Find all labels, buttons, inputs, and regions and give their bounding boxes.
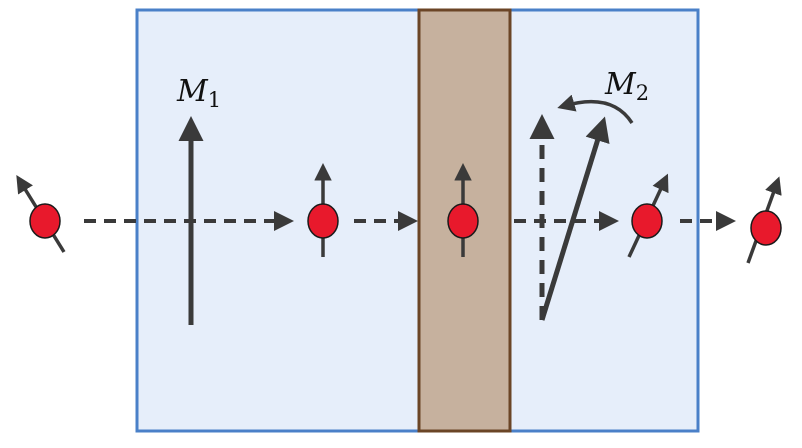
magnetization-m2-arrow bbox=[539, 116, 610, 321]
electron-incoming bbox=[16, 175, 66, 253]
m1-label: M1 bbox=[176, 74, 221, 112]
electron-polarized-m1 bbox=[307, 163, 339, 257]
electron-in-spacer bbox=[447, 163, 479, 257]
m2-label: M2 bbox=[604, 67, 649, 105]
electron-in-m2 bbox=[627, 173, 669, 258]
m2-rotation-arrow bbox=[557, 94, 634, 124]
electron-outgoing bbox=[746, 176, 782, 264]
